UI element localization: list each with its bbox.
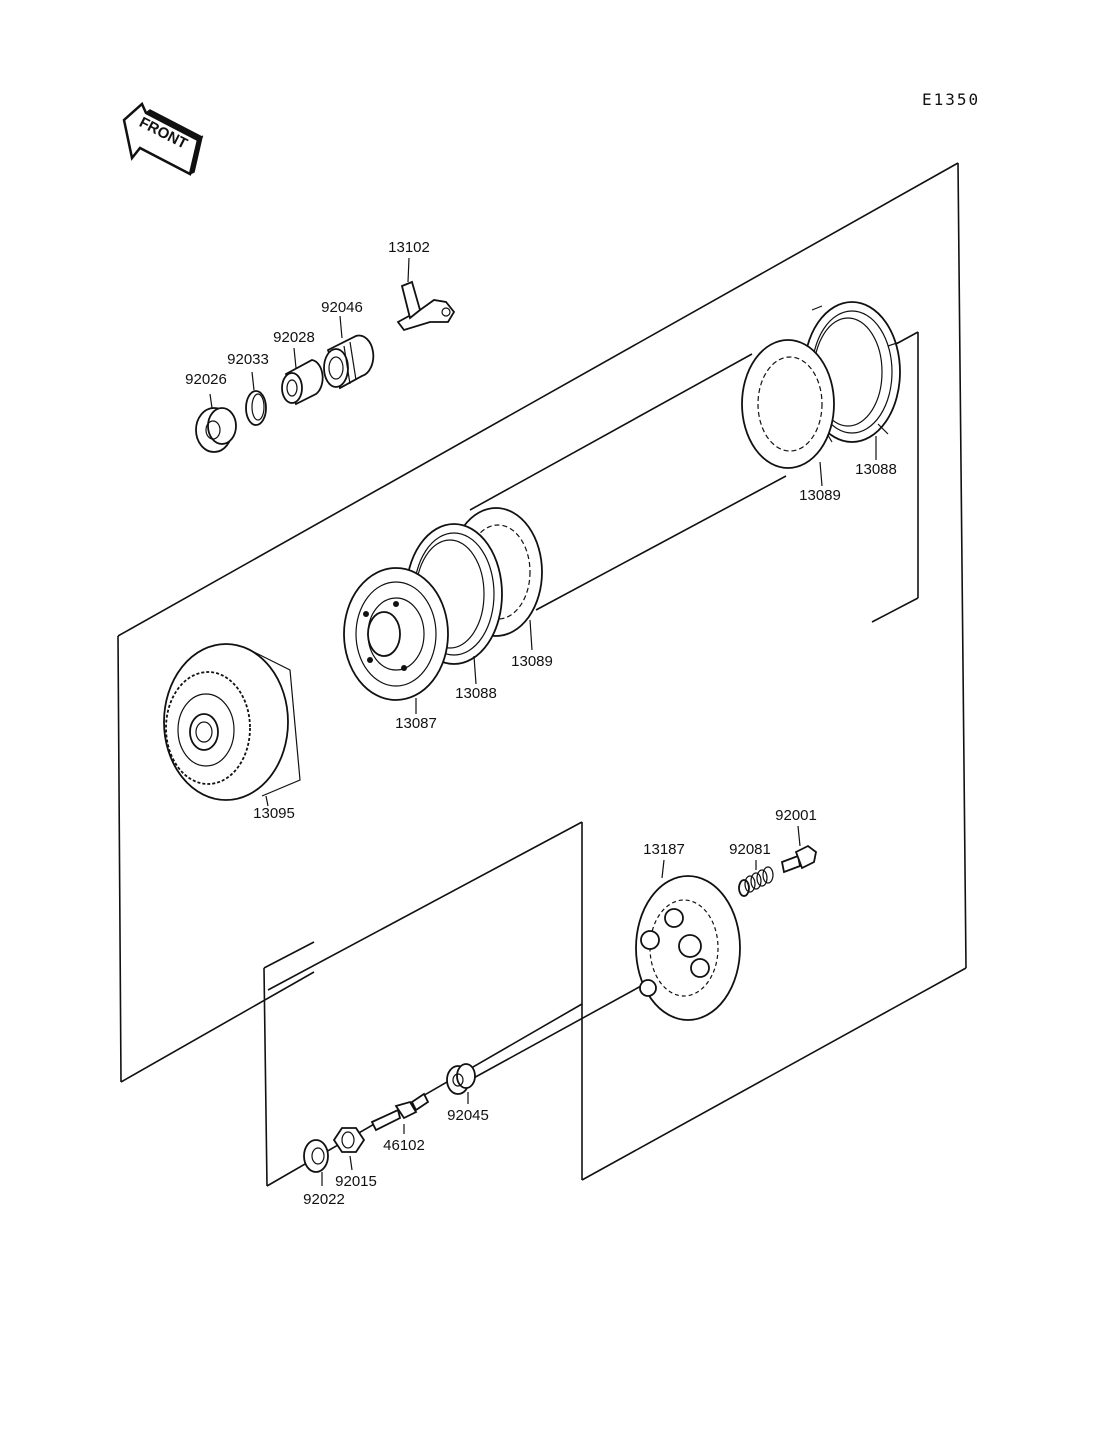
part-13087-clutch-hub (343, 567, 449, 714)
part-92028-sleeve (281, 347, 324, 406)
label-92028: 92028 (273, 329, 315, 346)
part-92026-oil-seal (195, 393, 237, 453)
part-46102-push-rod (370, 1092, 430, 1134)
part-13187-pressure-plate (635, 859, 741, 1021)
label-92033: 92033 (227, 351, 269, 368)
label-13187: 13187 (643, 841, 685, 858)
label-13087: 13087 (395, 715, 437, 732)
diagram-code: E1350 (922, 90, 980, 109)
part-92033-circlip (245, 371, 267, 426)
part-92015-nut (332, 1127, 366, 1171)
label-13095: 13095 (253, 805, 295, 822)
part-92081-spring (738, 860, 774, 897)
part-13095-clutch-housing (163, 643, 301, 807)
label-13102: 13102 (388, 239, 430, 256)
label-92015: 92015 (335, 1173, 377, 1190)
label-13089-top: 13089 (799, 487, 841, 504)
label-92026: 92026 (185, 371, 227, 388)
label-13088-mid: 13088 (455, 685, 497, 702)
label-92045: 92045 (447, 1107, 489, 1124)
part-13089-steel-plate-top (741, 339, 835, 487)
part-92046-needle-bearing (323, 315, 375, 390)
label-92046: 92046 (321, 299, 363, 316)
part-13102-release-lever (396, 257, 456, 332)
label-92022: 92022 (303, 1191, 345, 1208)
label-46102: 46102 (383, 1137, 425, 1154)
label-92001: 92001 (775, 807, 817, 824)
label-13088-top: 13088 (855, 461, 897, 478)
part-92001-bolt (780, 825, 817, 874)
part-92022-washer (303, 1139, 329, 1186)
part-92045-bearing (446, 1063, 476, 1104)
front-arrow-icon: FRONT (122, 101, 204, 176)
label-92081: 92081 (729, 841, 771, 858)
label-13089-mid: 13089 (511, 653, 553, 670)
